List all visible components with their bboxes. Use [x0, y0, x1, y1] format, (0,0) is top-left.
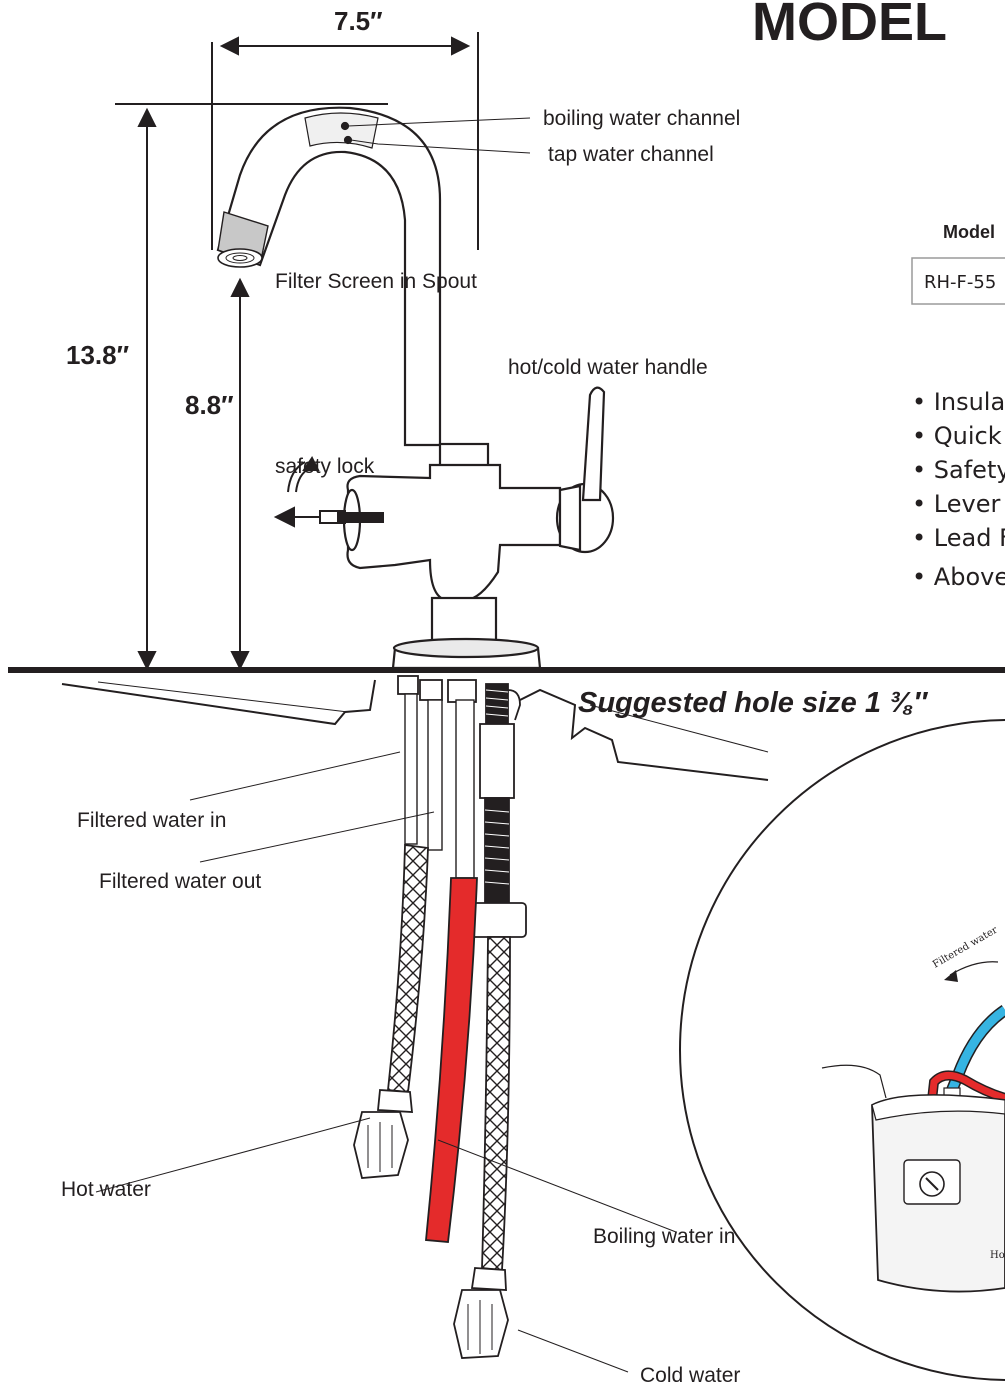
feature-item: • Lever H — [912, 490, 1005, 518]
feature-item: • Insulat — [912, 388, 1005, 416]
width-dimension — [211, 32, 479, 250]
boiling-in-label: Boiling water in — [593, 1225, 735, 1248]
inset-tank-label: Ho — [990, 1250, 1005, 1261]
total-height-label: 13.8″ — [66, 340, 129, 370]
supply-lines — [353, 675, 527, 1359]
features-list: • Insulat • Quick C • Safety • Lever H •… — [912, 388, 1005, 591]
total-height-dimension — [115, 103, 388, 671]
model-table-header: Model — [943, 222, 995, 242]
hot-water-label: Hot water — [61, 1178, 151, 1201]
spout-height-dimension — [230, 277, 250, 671]
filter-screen-label: Filter Screen in Spout — [275, 270, 477, 293]
width-dimension-label: 7.5″ — [334, 6, 383, 36]
filtered-out-label: Filtered water out — [99, 870, 261, 893]
feature-item: • Safety — [912, 456, 1005, 484]
hole-size-label: Suggested hole size 1 ⅜″ — [578, 687, 928, 719]
faucet — [216, 106, 615, 670]
model-table-value: RH-F-55 — [924, 272, 996, 293]
safety-lock — [273, 456, 384, 528]
feature-item: • Quick C — [912, 422, 1005, 450]
cold-water-label: Cold water — [640, 1364, 740, 1387]
countertop — [8, 667, 1005, 781]
boiling-channel-label: boiling water channel — [543, 107, 740, 130]
tank-inset: Filtered water Ho — [679, 719, 1005, 1381]
feature-item: • Above — [912, 563, 1005, 591]
filtered-in-label: Filtered water in — [77, 809, 226, 832]
model-table: Model RH-F-55 — [911, 222, 1005, 305]
safety-lock-label: safety lock — [275, 455, 375, 478]
leader-lines — [95, 117, 677, 1373]
spout-height-label: 8.8″ — [185, 390, 234, 420]
model-title: MODEL — [752, 0, 947, 52]
tap-channel-label: tap water channel — [548, 143, 714, 166]
handle-label: hot/cold water handle — [508, 356, 708, 379]
feature-item: • Lead Fr — [912, 524, 1005, 552]
